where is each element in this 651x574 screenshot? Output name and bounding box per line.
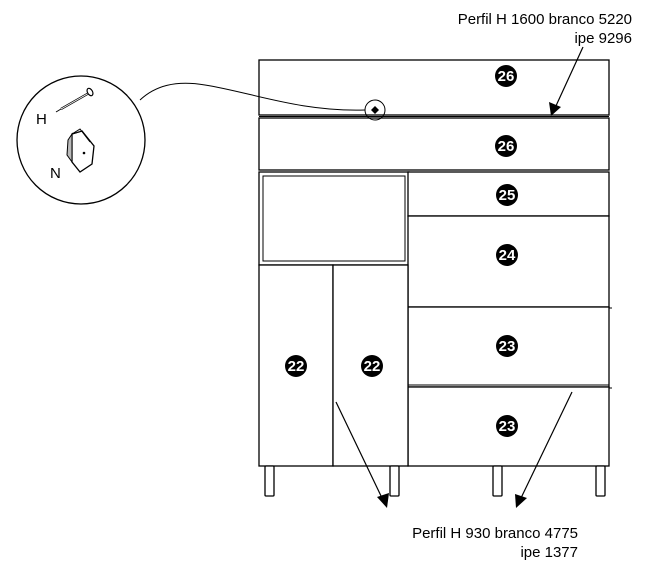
part-badge-left-door: 22 (285, 355, 307, 377)
part-badge-lower-drawer: 23 (496, 335, 518, 357)
detail-label-n: N (50, 165, 61, 182)
svg-text:25: 25 (499, 187, 516, 204)
part-badge-bottom-drawer: 23 (496, 415, 518, 437)
open-compartment (258, 171, 410, 266)
bottom-profile-label-line2: ipe 1377 (520, 544, 578, 561)
top-profile-label-line1: Perfil H 1600 branco 5220 (458, 11, 632, 28)
cabinet (258, 59, 612, 497)
top-profile-arrow (549, 46, 584, 116)
svg-text:26: 26 (498, 138, 515, 155)
foot (492, 465, 503, 497)
bracket-icon (66, 128, 95, 173)
foot (389, 465, 400, 497)
detail-label-h: H (36, 111, 47, 128)
detail-magnifier: H N (16, 75, 146, 205)
open-compartment-inner (262, 175, 406, 262)
svg-text:23: 23 (499, 418, 516, 435)
detail-leader-line (139, 82, 366, 111)
svg-text:22: 22 (364, 358, 381, 375)
part-badge-small-drawer: 25 (496, 184, 518, 206)
second-drawer (258, 117, 610, 171)
top-profile-label-line2: ipe 9296 (574, 30, 632, 47)
bottom-profile-arrow-right (515, 391, 573, 508)
bottom-profile-arrow-left (335, 401, 389, 508)
part-badge-middle-drawer: 24 (496, 244, 518, 266)
part-badge-right-door: 22 (361, 355, 383, 377)
svg-text:24: 24 (499, 247, 516, 264)
detail-marker-dot (371, 106, 379, 114)
bottom-profile-label-line1: Perfil H 930 branco 4775 (412, 525, 578, 542)
part-badge-top-drawer: 26 (495, 65, 517, 87)
part-badge-second-drawer: 26 (495, 135, 517, 157)
foot (595, 465, 606, 497)
nail-icon (55, 87, 94, 113)
svg-text:22: 22 (288, 358, 305, 375)
svg-text:23: 23 (499, 338, 516, 355)
svg-text:26: 26 (498, 68, 515, 85)
foot (264, 465, 275, 497)
